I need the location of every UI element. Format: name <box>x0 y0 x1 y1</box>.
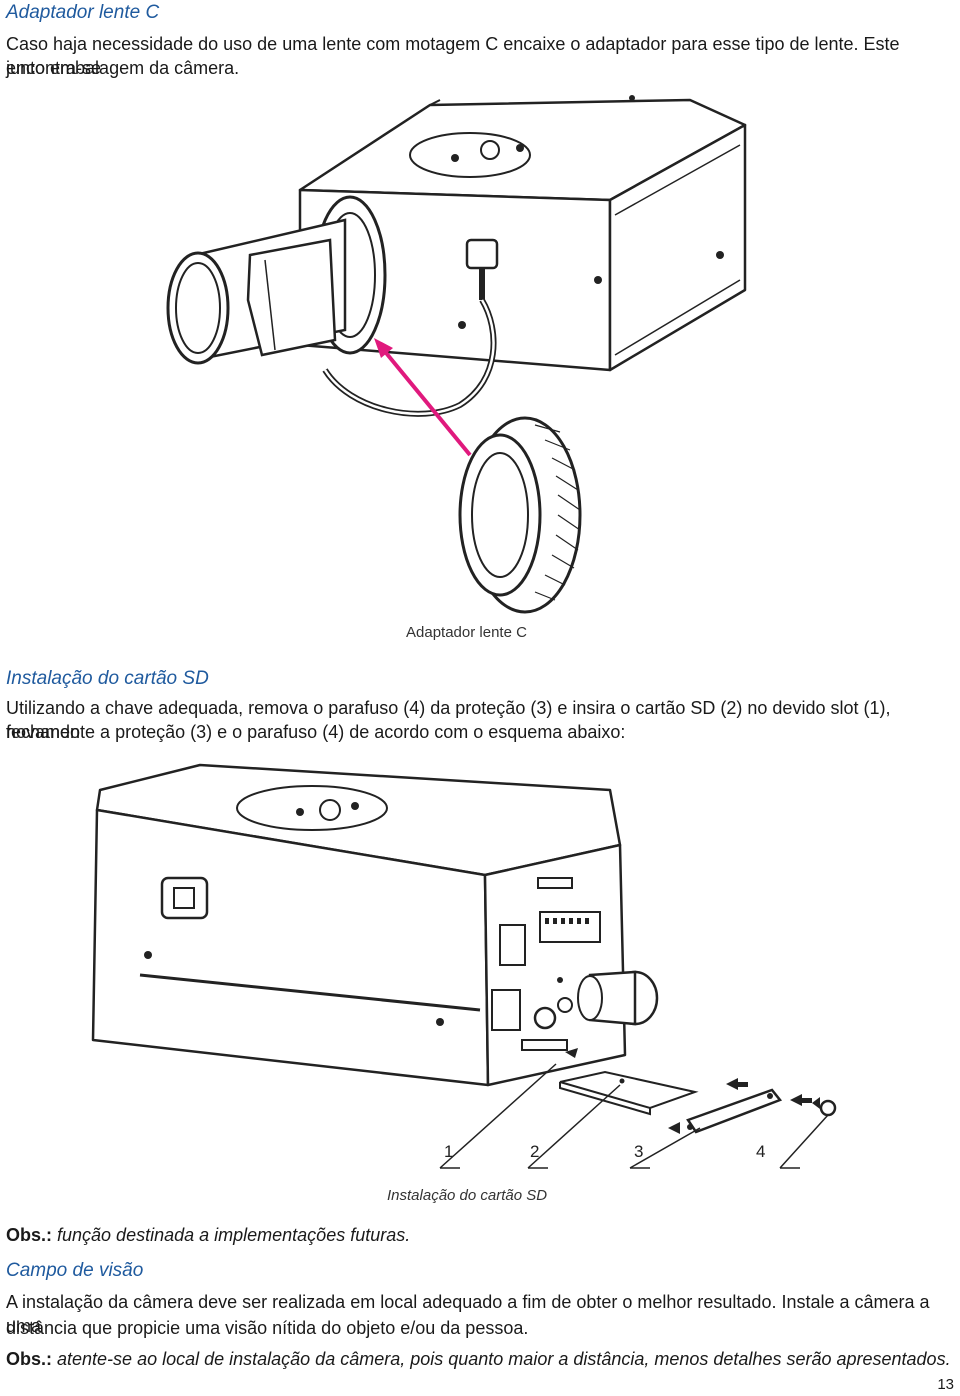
sd-card-figure-caption: Instalação do cartão SD <box>387 1187 548 1204</box>
callout-3: 3 <box>634 1142 644 1161</box>
obs-note-distance: Obs.: atente-se ao local de instalação d… <box>6 1349 951 1370</box>
lens-adapter-text-line2: junto embalagem da câmera. <box>6 58 240 78</box>
obs-note-future-function: Obs.: função destinada a implementações … <box>6 1225 410 1246</box>
obs-text: atente-se ao local de instalação da câme… <box>52 1349 951 1369</box>
obs-text: função destinada a implementações futura… <box>52 1225 411 1245</box>
section-heading-field-of-view: Campo de visão <box>6 1260 144 1281</box>
sd-card-installation-illustration <box>91 763 837 1169</box>
field-of-view-text-line2: distância que propicie uma visão nítida … <box>6 1318 529 1338</box>
lens-adapter-text-line1: Caso haja necessidade do uso de uma lent… <box>6 34 900 78</box>
callout-4: 4 <box>756 1142 766 1161</box>
section-heading-sd-card: Instalação do cartão SD <box>6 668 209 689</box>
lens-adapter-figure-caption: Adaptador lente C <box>406 624 527 641</box>
callout-1: 1 <box>444 1142 454 1161</box>
obs-label: Obs.: <box>6 1349 53 1369</box>
section-heading-lens-adapter: Adaptador lente C <box>6 2 160 23</box>
sd-card-text-line2: novamente a proteção (3) e o parafuso (4… <box>6 722 626 742</box>
obs-label: Obs.: <box>6 1225 53 1245</box>
field-of-view-text-line1: A instalação da câmera deve ser realizad… <box>6 1292 930 1336</box>
camera-lens-adapter-illustration <box>166 95 747 614</box>
page-number: 13 <box>937 1376 954 1393</box>
callout-2: 2 <box>530 1142 540 1161</box>
sd-card-text-line1: Utilizando a chave adequada, remova o pa… <box>6 698 891 742</box>
